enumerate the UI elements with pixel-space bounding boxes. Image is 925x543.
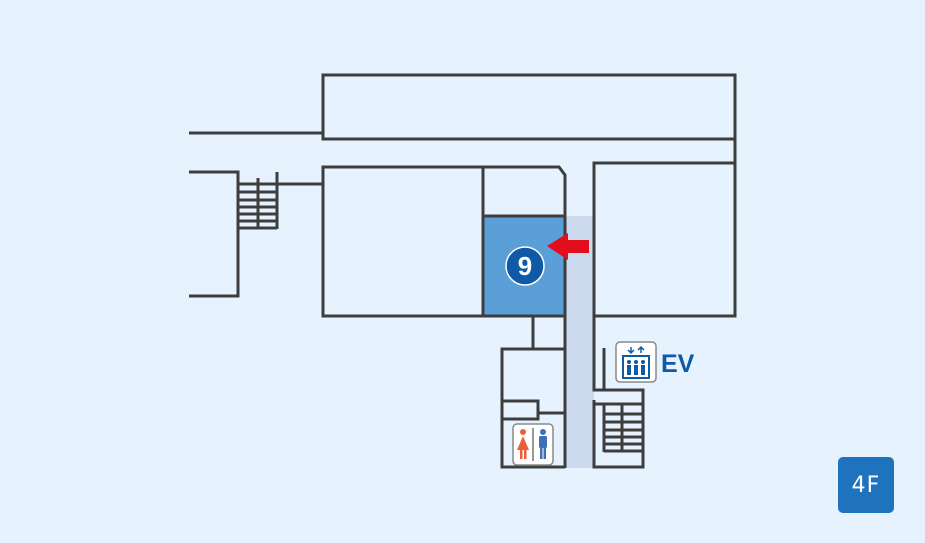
- room-middle-right: [483, 165, 567, 216]
- floor-label: 4F: [851, 472, 881, 498]
- stairs-icon-west: [238, 172, 279, 230]
- elevator-label: EV: [661, 350, 695, 378]
- room-east: [592, 161, 737, 318]
- location-arrow-icon: [547, 233, 589, 260]
- restroom-icon[interactable]: [512, 423, 554, 466]
- room-top: [321, 73, 737, 141]
- floor-indicator: 4F: [838, 457, 894, 513]
- room-middle-left: [321, 165, 485, 318]
- stairs-icon-south: [602, 404, 643, 453]
- corridor-branch: [565, 390, 593, 430]
- elevator-icon[interactable]: [615, 341, 657, 383]
- room-9-badge[interactable]: 9: [505, 246, 545, 286]
- west-wing: [189, 170, 240, 298]
- corridor: [565, 216, 594, 468]
- room-number-label: 9: [518, 251, 532, 281]
